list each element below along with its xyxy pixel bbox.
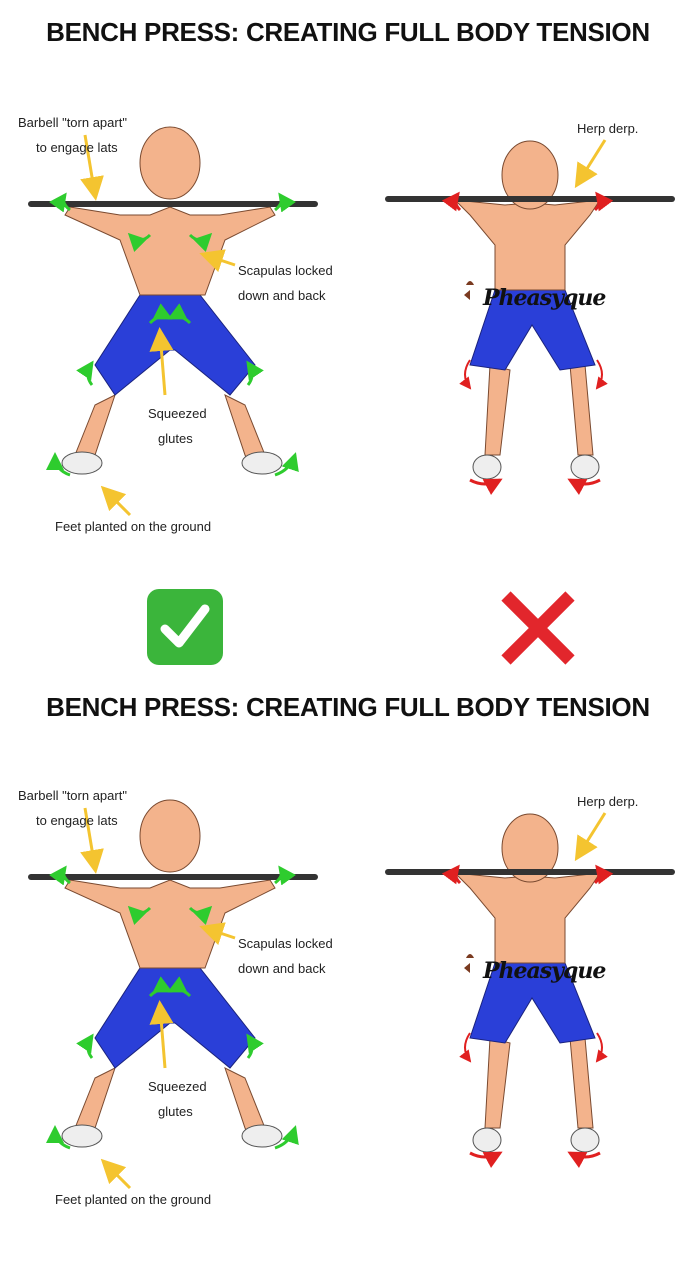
label-glutes: glutes: [158, 431, 193, 446]
label-glutes: Squeezed: [148, 1079, 207, 1094]
correct-figure: [28, 126, 318, 517]
pheasyque-logo: Pheasyque: [483, 285, 606, 311]
label-wrong: Herp derp.: [577, 121, 639, 136]
label-lats: Barbell "torn apart": [18, 788, 127, 803]
check-mark-icon: [147, 589, 223, 665]
label-wrong: Herp derp.: [577, 794, 639, 809]
label-feet: Feet planted on the ground: [55, 519, 212, 534]
cross-mark-icon: [500, 590, 576, 666]
label-scapulas: down and back: [238, 288, 326, 303]
incorrect-figure: [385, 139, 675, 495]
label-scapulas: Scapulas locked: [238, 936, 333, 951]
label-scapulas: down and back: [238, 961, 326, 976]
label-lats: to engage lats: [36, 140, 118, 155]
comparison-panel: Barbell "torn apart" to engage lats Scap…: [0, 95, 696, 595]
label-scapulas: Scapulas locked: [238, 263, 333, 278]
pheasyque-logo: Pheasyque: [483, 958, 606, 984]
comparison-panel: Barbell "torn apart" to engage lats Scap…: [0, 768, 696, 1268]
incorrect-figure: [385, 812, 675, 1168]
figures-illustration: [28, 799, 675, 1190]
label-lats: to engage lats: [36, 813, 118, 828]
label-lats: Barbell "torn apart": [18, 115, 127, 130]
label-glutes: glutes: [158, 1104, 193, 1119]
label-glutes: Squeezed: [148, 406, 207, 421]
page-title: BENCH PRESS: CREATING FULL BODY TENSION: [46, 17, 650, 47]
page-title: BENCH PRESS: CREATING FULL BODY TENSION: [46, 692, 650, 722]
figures-illustration: [28, 126, 675, 517]
label-feet: Feet planted on the ground: [55, 1192, 212, 1207]
correct-figure: [28, 799, 318, 1190]
